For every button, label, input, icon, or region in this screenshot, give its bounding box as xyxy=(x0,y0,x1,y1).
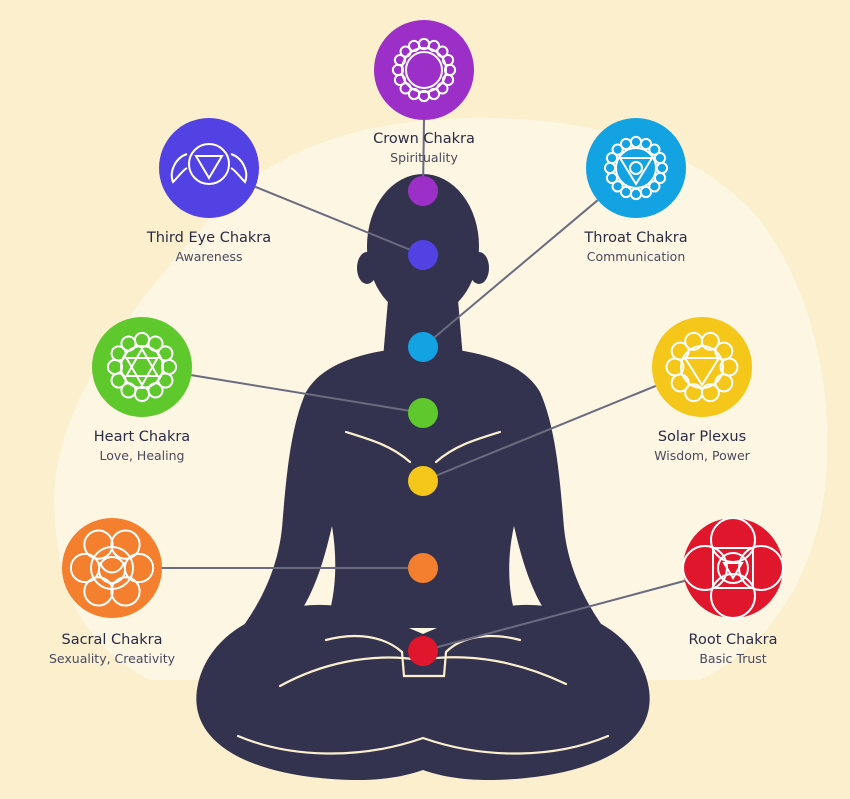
ear-left xyxy=(357,252,377,284)
body-dot-third-eye xyxy=(408,240,438,270)
body-dot-throat xyxy=(408,332,438,362)
chakra-description: Wisdom, Power xyxy=(654,448,750,463)
hexagram-lotus-icon xyxy=(92,317,192,417)
legs xyxy=(196,604,650,781)
lotus-triangle-icon xyxy=(586,118,686,218)
chakra-name: Solar Plexus xyxy=(657,429,747,445)
winged-triangle-icon xyxy=(159,118,259,218)
chakra-name: Root Chakra xyxy=(688,632,778,648)
meditating-silhouette xyxy=(196,174,650,781)
chakra-name: Crown Chakra xyxy=(373,131,475,147)
connector-solar-plexus xyxy=(422,384,657,482)
chakra-description: Sexuality, Creativity xyxy=(48,651,176,666)
chakra-description: Communication xyxy=(586,249,686,264)
chakra-name: Heart Chakra xyxy=(93,429,191,445)
triangle-lotus-icon xyxy=(652,317,752,417)
chakra-description: Basic Trust xyxy=(699,651,767,666)
crescent-lotus-icon xyxy=(62,518,162,618)
chakra-description: Awareness xyxy=(175,249,243,264)
body-dot-heart xyxy=(408,398,438,428)
chakra-description: Spirituality xyxy=(390,150,458,165)
body-dots xyxy=(408,176,438,666)
torso-arms xyxy=(207,350,639,686)
connector-heart xyxy=(191,374,424,414)
body-dot-sacral xyxy=(408,553,438,583)
square-lotus-icon xyxy=(682,517,784,619)
body-dot-solar-plexus xyxy=(408,466,438,496)
body-dot-root xyxy=(408,636,438,666)
body-dot-crown xyxy=(408,176,438,206)
connector-throat xyxy=(422,199,599,348)
ear-right xyxy=(469,252,489,284)
connector-lines xyxy=(162,119,685,652)
chakra-badges xyxy=(62,20,784,619)
chakra-name: Third Eye Chakra xyxy=(146,230,272,246)
chakra-name: Throat Chakra xyxy=(584,230,688,246)
connector-root xyxy=(422,579,685,652)
lotus-circle-icon xyxy=(374,20,474,120)
connector-third-eye xyxy=(254,185,424,256)
chakra-description: Love, Healing xyxy=(99,448,185,463)
chakra-name: Sacral Chakra xyxy=(61,632,163,648)
